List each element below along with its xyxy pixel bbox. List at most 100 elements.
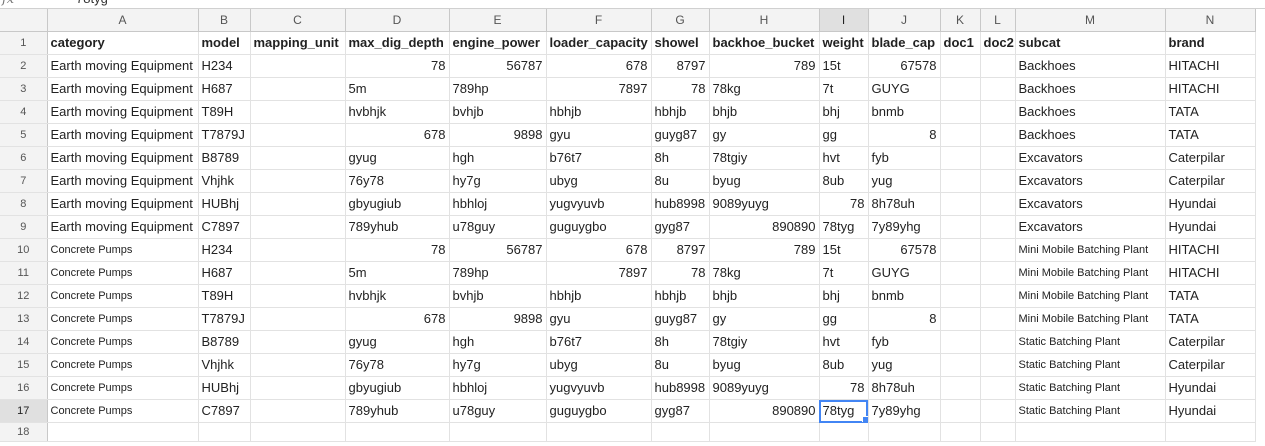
cell-c1[interactable]: mapping_unit <box>250 31 346 55</box>
cell-l13[interactable] <box>980 307 1016 331</box>
cell-n5[interactable]: TATA <box>1165 123 1256 147</box>
cell-e11[interactable]: 789hp <box>449 261 547 285</box>
cell-m12[interactable]: Mini Mobile Batching Plant <box>1015 284 1166 308</box>
cell-k11[interactable] <box>940 261 981 285</box>
cell-g15[interactable]: 8u <box>651 353 710 377</box>
row-header-13[interactable]: 13 <box>0 307 48 331</box>
cell-h3[interactable]: 78kg <box>709 77 820 101</box>
cell-a10[interactable]: Concrete Pumps <box>47 238 199 262</box>
cell-f6[interactable]: b76t7 <box>546 146 652 170</box>
column-header-a[interactable]: A <box>47 9 199 32</box>
cell-a18[interactable] <box>47 422 199 442</box>
cell-c18[interactable] <box>250 422 346 442</box>
cell-e16[interactable]: hbhloj <box>449 376 547 400</box>
cell-m7[interactable]: Excavators <box>1015 169 1166 193</box>
cell-h12[interactable]: bhjb <box>709 284 820 308</box>
cell-e2[interactable]: 56787 <box>449 54 547 78</box>
cell-b4[interactable]: T89H <box>198 100 251 124</box>
cell-i1[interactable]: weight <box>819 31 869 55</box>
cell-n10[interactable]: HITACHI <box>1165 238 1256 262</box>
row-header-10[interactable]: 10 <box>0 238 48 262</box>
cell-k1[interactable]: doc1 <box>940 31 981 55</box>
cell-l2[interactable] <box>980 54 1016 78</box>
cell-n18[interactable] <box>1165 422 1256 442</box>
cell-d7[interactable]: 76y78 <box>345 169 450 193</box>
cell-a12[interactable]: Concrete Pumps <box>47 284 199 308</box>
cell-j13[interactable]: 8 <box>868 307 941 331</box>
cell-k10[interactable] <box>940 238 981 262</box>
cell-k8[interactable] <box>940 192 981 216</box>
cell-l8[interactable] <box>980 192 1016 216</box>
cell-f13[interactable]: gyu <box>546 307 652 331</box>
cell-l14[interactable] <box>980 330 1016 354</box>
cell-a5[interactable]: Earth moving Equipment <box>47 123 199 147</box>
cell-e8[interactable]: hbhloj <box>449 192 547 216</box>
cell-e4[interactable]: bvhjb <box>449 100 547 124</box>
cell-n2[interactable]: HITACHI <box>1165 54 1256 78</box>
cell-b16[interactable]: HUBhj <box>198 376 251 400</box>
cell-d17[interactable]: 789yhub <box>345 399 450 423</box>
cell-e3[interactable]: 789hp <box>449 77 547 101</box>
column-header-b[interactable]: B <box>198 9 251 32</box>
cell-d4[interactable]: hvbhjk <box>345 100 450 124</box>
cell-n14[interactable]: Caterpilar <box>1165 330 1256 354</box>
cell-c15[interactable] <box>250 353 346 377</box>
cell-n1[interactable]: brand <box>1165 31 1256 55</box>
row-header-15[interactable]: 15 <box>0 353 48 377</box>
cell-b6[interactable]: B8789 <box>198 146 251 170</box>
row-header-3[interactable]: 3 <box>0 77 48 101</box>
cell-f12[interactable]: hbhjb <box>546 284 652 308</box>
cell-i2[interactable]: 15t <box>819 54 869 78</box>
cell-e1[interactable]: engine_power <box>449 31 547 55</box>
cell-j5[interactable]: 8 <box>868 123 941 147</box>
cell-l11[interactable] <box>980 261 1016 285</box>
cell-e12[interactable]: bvhjb <box>449 284 547 308</box>
cell-i4[interactable]: bhj <box>819 100 869 124</box>
cell-k9[interactable] <box>940 215 981 239</box>
cell-b15[interactable]: Vhjhk <box>198 353 251 377</box>
cell-d5[interactable]: 678 <box>345 123 450 147</box>
cell-f15[interactable]: ubyg <box>546 353 652 377</box>
cell-f7[interactable]: ubyg <box>546 169 652 193</box>
cell-m1[interactable]: subcat <box>1015 31 1166 55</box>
cell-b2[interactable]: H234 <box>198 54 251 78</box>
cell-b10[interactable]: H234 <box>198 238 251 262</box>
cell-i9[interactable]: 78tyg <box>819 215 869 239</box>
cell-n13[interactable]: TATA <box>1165 307 1256 331</box>
cell-a3[interactable]: Earth moving Equipment <box>47 77 199 101</box>
cell-d2[interactable]: 78 <box>345 54 450 78</box>
cell-h8[interactable]: 9089yuyg <box>709 192 820 216</box>
cell-h11[interactable]: 78kg <box>709 261 820 285</box>
row-header-8[interactable]: 8 <box>0 192 48 216</box>
cell-g5[interactable]: guyg87 <box>651 123 710 147</box>
cell-m13[interactable]: Mini Mobile Batching Plant <box>1015 307 1166 331</box>
cell-b5[interactable]: T7879J <box>198 123 251 147</box>
cell-n15[interactable]: Caterpilar <box>1165 353 1256 377</box>
cell-g17[interactable]: gyg87 <box>651 399 710 423</box>
cell-j17[interactable]: 7y89yhg <box>868 399 941 423</box>
cell-m2[interactable]: Backhoes <box>1015 54 1166 78</box>
cell-g9[interactable]: gyg87 <box>651 215 710 239</box>
cell-g8[interactable]: hub8998 <box>651 192 710 216</box>
cell-h2[interactable]: 789 <box>709 54 820 78</box>
column-header-i[interactable]: I <box>819 9 869 32</box>
row-header-12[interactable]: 12 <box>0 284 48 308</box>
cell-j4[interactable]: bnmb <box>868 100 941 124</box>
cell-i17[interactable]: 78tyg <box>819 399 869 423</box>
cell-b12[interactable]: T89H <box>198 284 251 308</box>
cell-d10[interactable]: 78 <box>345 238 450 262</box>
row-header-4[interactable]: 4 <box>0 100 48 124</box>
cell-a6[interactable]: Earth moving Equipment <box>47 146 199 170</box>
cell-c16[interactable] <box>250 376 346 400</box>
cell-c10[interactable] <box>250 238 346 262</box>
cell-g3[interactable]: 78 <box>651 77 710 101</box>
cell-e10[interactable]: 56787 <box>449 238 547 262</box>
column-header-h[interactable]: H <box>709 9 820 32</box>
cell-h16[interactable]: 9089yuyg <box>709 376 820 400</box>
cell-l16[interactable] <box>980 376 1016 400</box>
cell-h5[interactable]: gy <box>709 123 820 147</box>
cell-g1[interactable]: showel <box>651 31 710 55</box>
cell-j18[interactable] <box>868 422 941 442</box>
cell-a14[interactable]: Concrete Pumps <box>47 330 199 354</box>
cell-c3[interactable] <box>250 77 346 101</box>
